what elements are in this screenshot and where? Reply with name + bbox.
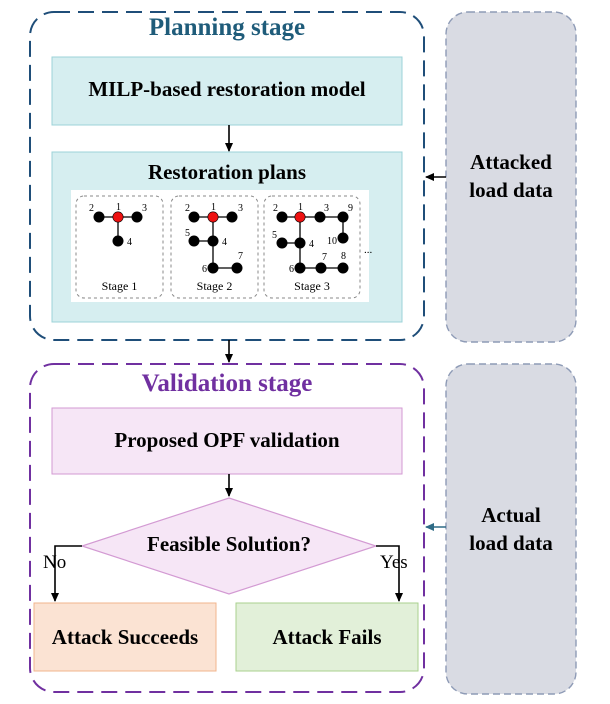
stage-1-node — [131, 211, 143, 223]
attack-succeeds-label: Attack Succeeds — [51, 625, 199, 649]
opf-validation-label: Proposed OPF validation — [114, 428, 340, 452]
stage-2-label: Stage 2 — [197, 279, 233, 293]
actual-data-box — [445, 363, 577, 695]
stage-3-panel — [263, 195, 361, 299]
validation-stage-title: Validation stage — [141, 370, 313, 397]
stage-2-node — [207, 211, 219, 223]
stage-2-node — [188, 211, 200, 223]
stage-ellipsis: ... — [364, 244, 373, 256]
stage-2-node-label: 7 — [238, 251, 243, 262]
stage-3-node-label: 7 — [322, 252, 327, 263]
stage-2-node — [207, 262, 219, 274]
stage-1-node — [112, 211, 124, 223]
no-label: No — [43, 552, 67, 573]
planning-stage-title: Planning stage — [148, 14, 306, 41]
attacked-data-box — [445, 11, 577, 343]
stage-3-node — [294, 262, 306, 274]
stage-1-node-label: 3 — [142, 203, 147, 214]
no-branch-line — [51, 545, 82, 602]
stage-3-node-label: 3 — [324, 203, 329, 214]
yes-branch-line — [376, 545, 403, 602]
opf-validation-box — [51, 407, 403, 475]
stage-1-label: Stage 1 — [102, 279, 138, 293]
milp-model-box — [51, 56, 403, 126]
stage-2-node-label: 6 — [202, 264, 207, 275]
stage-3-node-label: 5 — [272, 230, 277, 241]
stage-3-node-label: 1 — [298, 202, 303, 213]
planning-stage-container — [29, 11, 425, 341]
stage-3-node-label: 9 — [348, 203, 353, 214]
stage-3-node — [337, 262, 349, 274]
stage-3-node — [337, 211, 349, 223]
yes-label: Yes — [380, 552, 408, 573]
actual-data-line1: Actual — [481, 503, 541, 527]
stage-2-node-label: 2 — [185, 203, 190, 214]
stage-3-node-label: 8 — [341, 251, 346, 262]
attack-fails-label: Attack Fails — [272, 625, 382, 649]
stage-3-node — [276, 211, 288, 223]
milp-model-label: MILP-based restoration model — [88, 77, 366, 101]
stage-3-label: Stage 3 — [294, 279, 330, 293]
stage-3-node — [337, 232, 349, 244]
stage-2-node-label: 5 — [185, 228, 190, 239]
stage-3-node — [294, 211, 306, 223]
stage-3-node-label: 6 — [289, 264, 294, 275]
attacked-data-line2: load data — [469, 178, 553, 202]
attacked-data-line1: Attacked — [470, 150, 552, 174]
stage-2-node — [226, 211, 238, 223]
stage-2-node — [188, 235, 200, 247]
feasible-decision-diamond — [80, 497, 378, 595]
stage-3-node — [314, 211, 326, 223]
stage-3-node — [315, 262, 327, 274]
stage-2-node — [207, 235, 219, 247]
stage-3-node — [294, 237, 306, 249]
stage-2-node-label: 1 — [211, 202, 216, 213]
restoration-plans-title: Restoration plans — [147, 160, 307, 184]
validation-stage-container — [29, 363, 425, 693]
stage-1-node-label: 1 — [116, 202, 121, 213]
stage-2-node-label: 3 — [238, 203, 243, 214]
actual-data-line2: load data — [469, 531, 553, 555]
stage-1-node-label: 4 — [127, 237, 132, 248]
stage-2-node-label: 4 — [222, 237, 227, 248]
attack-fails-box — [235, 602, 419, 672]
stage-3-node — [276, 237, 288, 249]
feasible-solution-label: Feasible Solution? — [147, 532, 311, 556]
stage-1-node — [93, 211, 105, 223]
stage-3-node-label: 10 — [327, 236, 337, 247]
stage-2-node — [231, 262, 243, 274]
stage-1-node — [112, 235, 124, 247]
stage-3-node-label: 2 — [273, 203, 278, 214]
stage-3-node-label: 4 — [309, 239, 314, 250]
attack-succeeds-box — [33, 602, 217, 672]
stage-1-node-label: 2 — [89, 203, 94, 214]
